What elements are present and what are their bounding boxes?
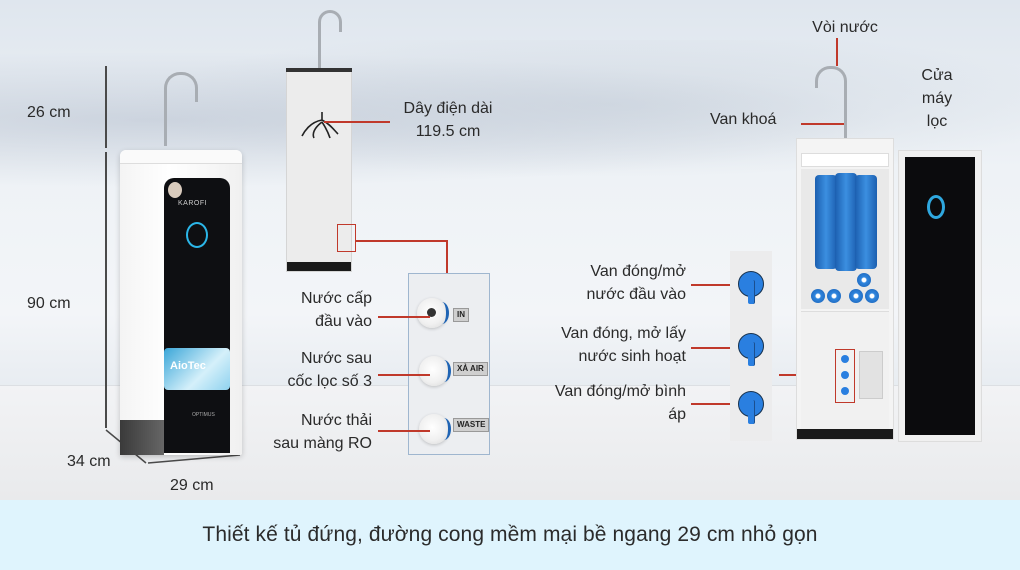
valve-label-domestic: Van đóng, mở lấy nước sinh hoạt: [561, 325, 686, 365]
purifier-door: [898, 150, 982, 442]
info-label: [801, 153, 889, 167]
faucet-stem-side: [318, 30, 321, 70]
faucet-icon: [164, 72, 198, 102]
water-purifier-open: [796, 138, 894, 440]
callout-line-ports: [356, 240, 448, 242]
faucet-stem-open: [844, 86, 847, 138]
port-waste: [419, 414, 451, 444]
faucet-label: Vòi nước: [812, 19, 878, 36]
filter-cup-1: [815, 175, 837, 269]
brand-logo: KAROFI: [178, 200, 208, 207]
water-drop-icon: [186, 222, 208, 248]
valve-label-inlet: Van đóng/mở nước đầu vào: [586, 263, 686, 303]
filter-cup-3: [855, 175, 877, 269]
valve-label-tank: Van đóng/mở bình áp: [554, 383, 686, 423]
filter-cup-2: [835, 173, 857, 271]
dimension-body-height: 90 cm: [27, 295, 71, 312]
port-label-in: Nước cấp đầu vào: [301, 290, 372, 330]
valves-highlight-box: [835, 349, 855, 403]
power-cord-label: Dây điện dài 119.5 cm: [403, 100, 493, 140]
dimension-line-faucet: [105, 66, 107, 148]
dimension-width: 29 cm: [170, 477, 214, 494]
faucet-stem: [164, 100, 167, 146]
door-label: Cửa máy lọc: [921, 67, 953, 130]
callout-line-ports-vertical: [446, 240, 448, 274]
port-tag-in: IN: [453, 308, 469, 322]
caption-text: Thiết kế tủ đứng, đường cong mềm mại bề …: [202, 523, 818, 546]
valve-domestic-icon: [738, 333, 764, 366]
power-cord-icon: [301, 112, 339, 139]
callout-line-valve-tank: [691, 403, 743, 405]
model-label: OPTIMUS: [192, 412, 215, 418]
callout-line-power-cord: [324, 121, 390, 123]
product-infographic: 26 cm 90 cm 34 cm 29 cm KAROFI AioTec OP…: [0, 10, 1020, 500]
port-tag-waste: WASTE: [453, 418, 490, 432]
port-in: [417, 298, 449, 328]
faucet-icon-side: [318, 10, 342, 32]
water-drop-icon-door: [927, 195, 945, 219]
callout-line-in: [378, 316, 430, 318]
callout-line-xa-air: [378, 374, 430, 376]
valve-tank-icon: [738, 391, 764, 424]
water-purifier-side: [286, 68, 352, 272]
valve-inlet-icon: [738, 271, 764, 304]
water-purifier-front: KAROFI AioTec OPTIMUS: [120, 150, 242, 455]
callout-line-valve-inlet: [691, 284, 743, 286]
port-tag-xa-air: XẢ AIR: [453, 362, 488, 376]
port-xa-air: [419, 356, 451, 386]
callout-line-lock-valve: [801, 123, 845, 125]
port-label-waste: Nước thải sau màng RO: [273, 412, 372, 452]
dimension-depth: 34 cm: [67, 453, 111, 470]
filter-compartment: [801, 169, 889, 309]
ports-highlight-box: [337, 224, 356, 252]
aiotec-sticker: AioTec: [164, 348, 230, 390]
pressure-gauge-icon: [168, 182, 182, 198]
callout-line-faucet: [836, 38, 838, 66]
valves-panel: [730, 251, 772, 441]
instruction-sticker: [859, 351, 883, 399]
faucet-icon-open: [815, 66, 847, 88]
ports-panel: IN XẢ AIR WASTE: [408, 273, 490, 455]
callout-line-waste: [378, 430, 430, 432]
port-label-xa-air: Nước sau cốc lọc số 3: [287, 350, 372, 390]
caption-bar: Thiết kế tủ đứng, đường cong mềm mại bề …: [0, 500, 1020, 570]
callout-line-valve-domestic: [691, 347, 743, 349]
lock-valve-label: Van khoá: [710, 111, 777, 128]
dimension-line-body: [105, 152, 107, 428]
dimension-faucet-height: 26 cm: [27, 104, 71, 121]
